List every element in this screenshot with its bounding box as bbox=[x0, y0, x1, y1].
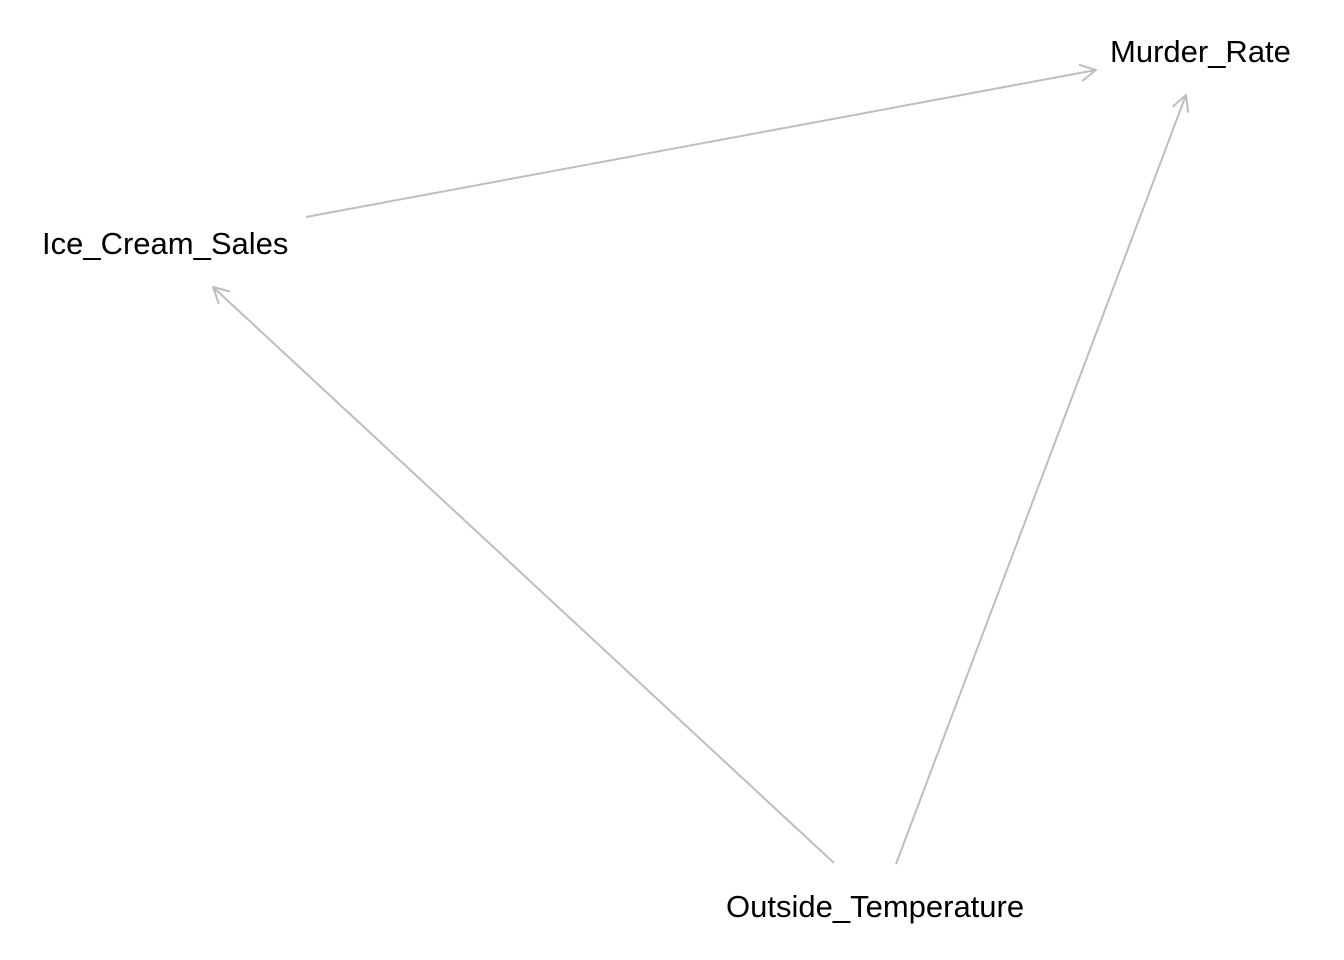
edge-outside-temperature-to-ice-cream-sales bbox=[212, 286, 835, 864]
node-label-outside-temperature: Outside_Temperature bbox=[726, 889, 1024, 924]
edge-line bbox=[895, 94, 1187, 865]
arrowhead-icon bbox=[1172, 94, 1190, 113]
arrowhead-icon bbox=[212, 286, 231, 305]
edge-line bbox=[212, 286, 835, 864]
edge-outside-temperature-to-murder-rate bbox=[895, 94, 1190, 865]
arrowhead-icon bbox=[1078, 63, 1097, 82]
edges-layer bbox=[212, 63, 1190, 865]
edge-line bbox=[305, 69, 1097, 218]
node-label-murder-rate: Murder_Rate bbox=[1110, 34, 1291, 69]
edge-ice-cream-sales-to-murder-rate bbox=[305, 63, 1097, 218]
node-label-ice-cream-sales: Ice_Cream_Sales bbox=[42, 226, 288, 261]
nodes-layer: Ice_Cream_Sales Murder_RateOutside_Temper… bbox=[42, 34, 1291, 924]
